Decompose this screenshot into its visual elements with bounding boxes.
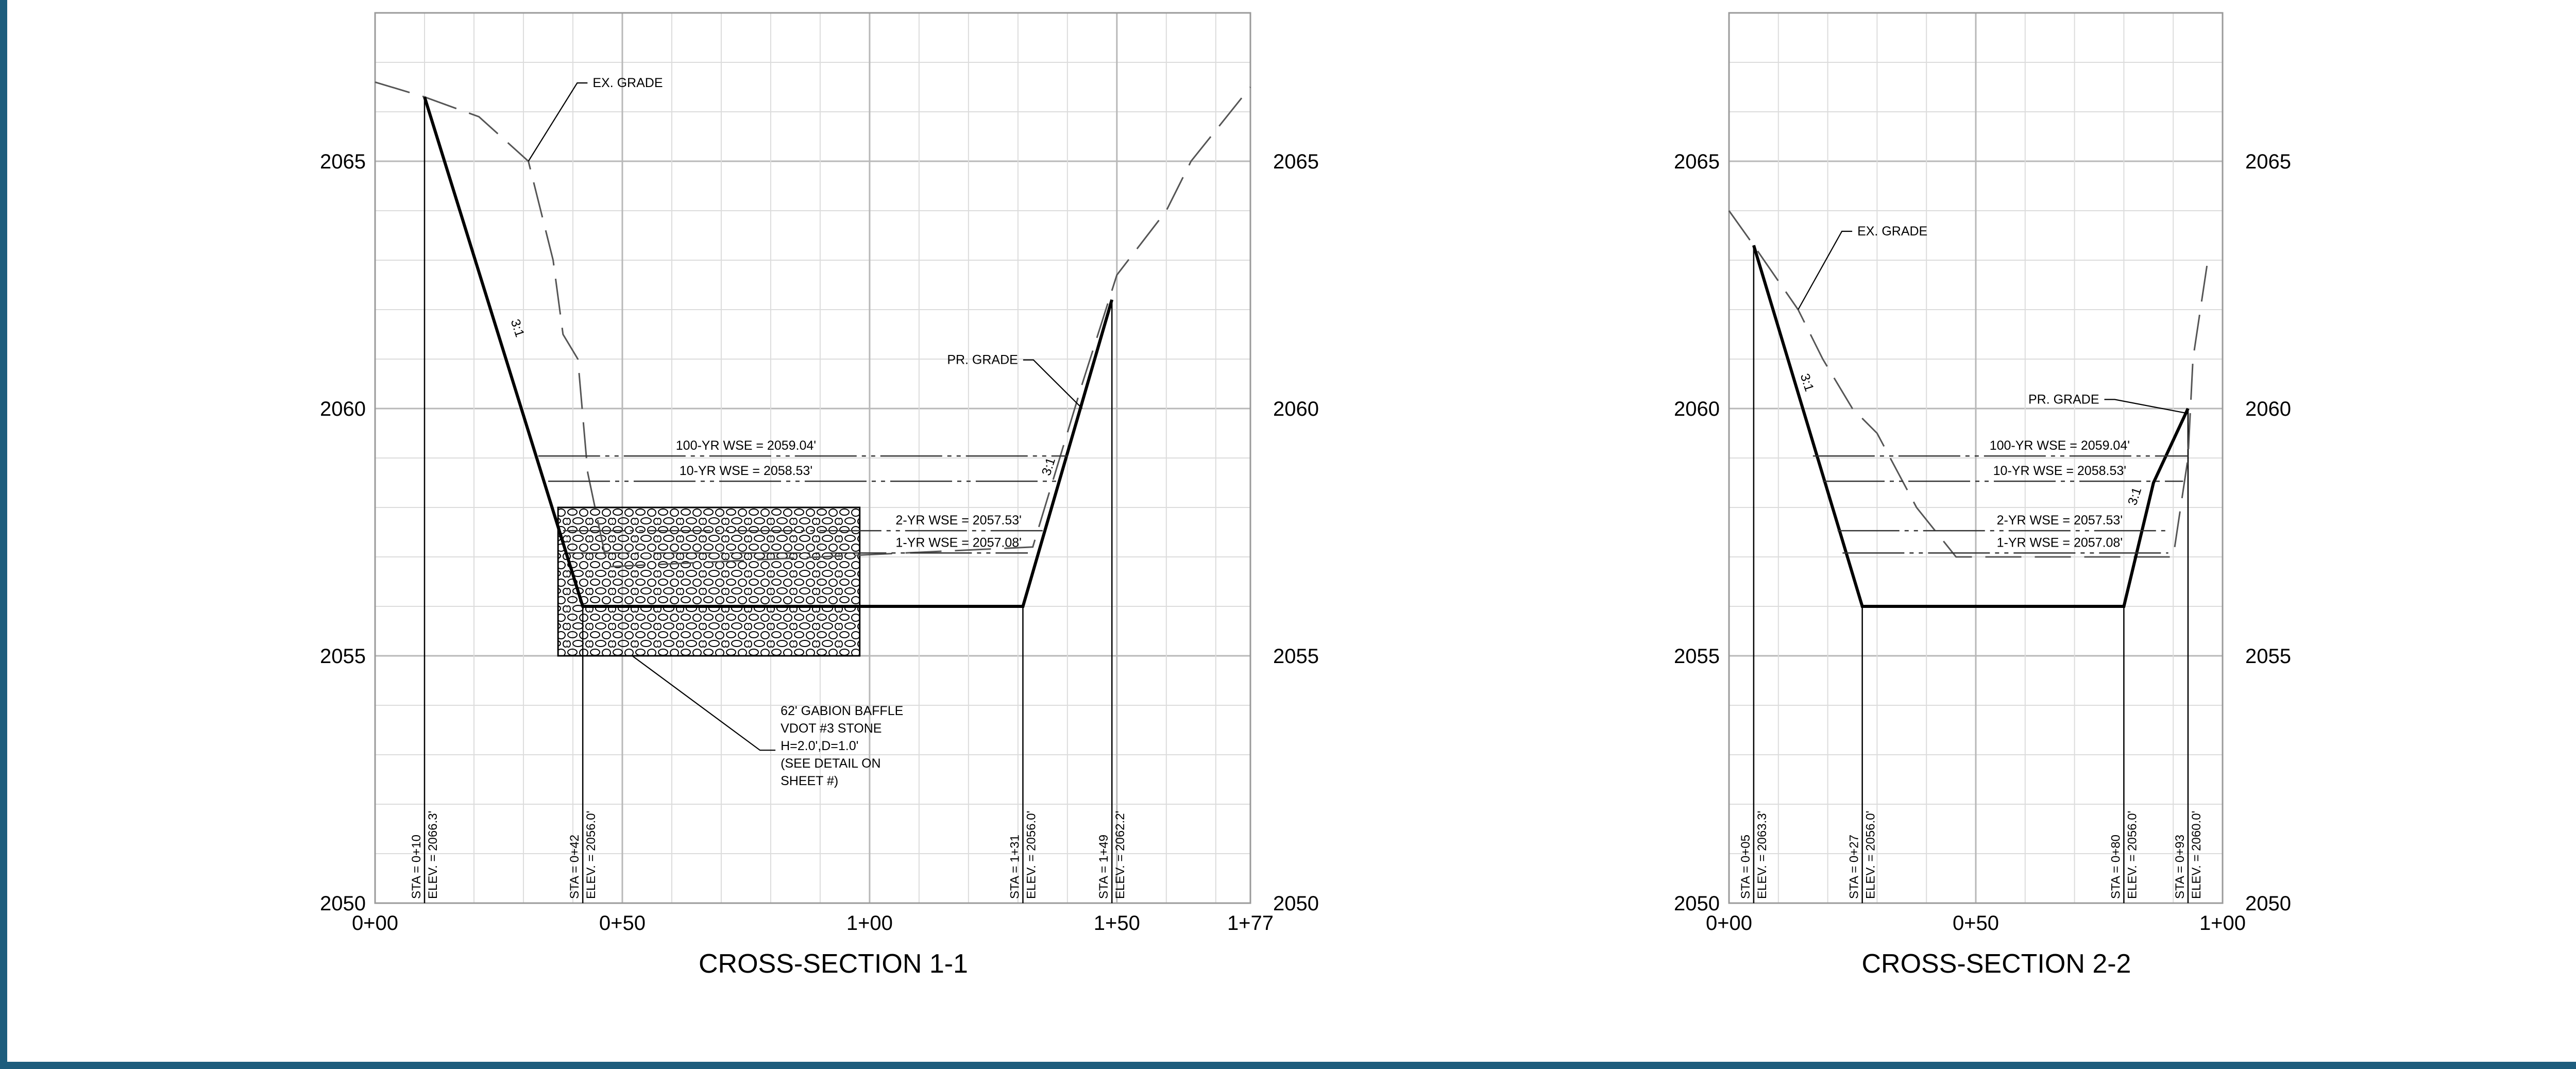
- y-axis-right-labels: 2050 2055 2060 2065: [1273, 150, 1319, 915]
- callout-notes: EX. GRADE PR. GRADE: [1798, 224, 2189, 414]
- y-tick-label-left: 2050: [1674, 892, 1720, 915]
- y-tick-label-right: 2060: [1273, 398, 1319, 420]
- slope-labels: 3:13:1: [508, 317, 1058, 478]
- y-tick-label-right: 2065: [2245, 150, 2291, 173]
- station-label: STA = 0+93: [2173, 835, 2187, 899]
- ex-grade-leader: [1798, 230, 1853, 310]
- x-tick-label: 0+00: [352, 912, 398, 935]
- section-title: CROSS-SECTION 2-2: [1862, 949, 2131, 979]
- gabion-stone-fill: [557, 506, 861, 657]
- wse-label: 1-YR WSE = 2057.08': [1997, 535, 2123, 550]
- x-axis-labels: 0+00 0+50 1+00 1+50 1+77: [352, 912, 1274, 935]
- station-elevation-label: ELEV. = 2063.3': [1755, 811, 1769, 899]
- station-elevation-label: ELEV. = 2062.2': [1113, 811, 1127, 899]
- wse-label: 1-YR WSE = 2057.08': [895, 535, 1021, 550]
- y-tick-label-left: 2060: [320, 398, 366, 420]
- proposed-grade-line: [423, 96, 1114, 608]
- pr-grade-note: PR. GRADE: [947, 353, 1018, 367]
- pr-grade-leader: [1023, 359, 1083, 409]
- wse-label: 10-YR WSE = 2058.53': [680, 464, 812, 478]
- gabion-note-line: SHEET #): [781, 774, 838, 788]
- y-tick-label-right: 2050: [1273, 892, 1319, 915]
- wse-label: 2-YR WSE = 2057.53': [1997, 513, 2123, 528]
- ex-grade-note: EX. GRADE: [1857, 224, 1927, 239]
- x-tick-label: 1+00: [2199, 912, 2246, 935]
- station-label: STA = 1+49: [1097, 835, 1111, 899]
- y-tick-label-right: 2055: [2245, 645, 2291, 668]
- wse-label: 100-YR WSE = 2059.04': [676, 438, 816, 453]
- callout-notes: EX. GRADE PR. GRADE 62' GABION BAFFLE VDOT …: [528, 76, 1083, 788]
- station-elevation-label: ELEV. = 2056.0': [1024, 811, 1038, 899]
- station-elevation-label: ELEV. = 2056.0': [584, 811, 598, 899]
- slope-label: 3:1: [1798, 372, 1817, 394]
- station-label: STA = 1+31: [1008, 835, 1022, 899]
- wse-label: 100-YR WSE = 2059.04': [1990, 438, 2130, 453]
- y-axis-left-labels: 2050 2055 2060 2065: [320, 150, 366, 915]
- station-elevation-label: ELEV. = 2066.3': [426, 811, 440, 899]
- x-tick-label: 1+50: [1094, 912, 1140, 935]
- station-label: STA = 0+27: [1848, 835, 1861, 899]
- proposed-grade-line: [1752, 245, 2190, 608]
- y-tick-label-left: 2065: [1674, 150, 1720, 173]
- x-tick-label: 0+50: [1953, 912, 1999, 935]
- grid: [1728, 12, 2224, 904]
- gabion-note-line: 62' GABION BAFFLE: [781, 704, 903, 718]
- gabion-note-line: (SEE DETAIL ON: [781, 756, 880, 771]
- station-elevation-label: ELEV. = 2056.0': [1864, 811, 1878, 899]
- existing-grade-line: [375, 81, 1251, 568]
- section-title: CROSS-SECTION 1-1: [699, 949, 968, 979]
- y-tick-label-left: 2055: [320, 645, 366, 668]
- y-axis-right-labels: 2050 2055 2060 2065: [2245, 150, 2291, 915]
- x-tick-label: 1+00: [846, 912, 893, 935]
- existing-grade-line: [1728, 210, 2209, 558]
- pr-grade-leader: [2104, 399, 2189, 414]
- gabion-note-line: VDOT #3 STONE: [781, 721, 882, 736]
- station-label: STA = 0+42: [568, 835, 582, 899]
- water-surface-lines: 100-YR WSE = 2059.04' 10-YR WSE = 2058.53…: [538, 438, 1067, 554]
- station-label: STA = 0+10: [410, 835, 423, 899]
- gabion-leader: [632, 655, 776, 751]
- water-surface-lines: 100-YR WSE = 2059.04' 10-YR WSE = 2058.53…: [1812, 438, 2188, 554]
- pr-grade-note: PR. GRADE: [2028, 392, 2099, 406]
- x-tick-label: 0+00: [1706, 912, 1752, 935]
- wse-label: 10-YR WSE = 2058.53': [1993, 464, 2126, 478]
- y-tick-label-left: 2065: [320, 150, 366, 173]
- x-tick-label: 1+77: [1227, 912, 1274, 935]
- y-tick-label-right: 2050: [2245, 892, 2291, 915]
- ex-grade-leader: [528, 82, 588, 162]
- y-tick-label-right: 2065: [1273, 150, 1319, 173]
- y-tick-label-right: 2055: [1273, 645, 1319, 668]
- y-axis-left-labels: 2050 2055 2060 2065: [1674, 150, 1720, 915]
- gabion-note-line: H=2.0',D=1.0': [781, 739, 858, 753]
- y-tick-label-left: 2050: [320, 892, 366, 915]
- station-elevation-label: ELEV. = 2056.0': [2125, 811, 2139, 899]
- gabion-baffle: [557, 506, 861, 657]
- y-tick-label-left: 2055: [1674, 645, 1720, 668]
- station-label: STA = 0+80: [2109, 835, 2123, 899]
- plot-frame: [374, 12, 1251, 904]
- station-label: STA = 0+05: [1739, 835, 1753, 899]
- wse-label: 2-YR WSE = 2057.53': [895, 513, 1021, 528]
- y-tick-label-left: 2060: [1674, 398, 1720, 420]
- y-tick-label-right: 2060: [2245, 398, 2291, 420]
- slope-label: 3:1: [508, 317, 527, 339]
- station-elevation-label: ELEV. = 2060.0': [2190, 811, 2204, 899]
- slope-label: 3:1: [2125, 485, 2144, 507]
- x-tick-label: 0+50: [599, 912, 646, 935]
- x-axis-labels: 0+00 0+50 1+00: [1706, 912, 2246, 935]
- ex-grade-note: EX. GRADE: [592, 76, 663, 90]
- plot-frame: [1728, 12, 2224, 904]
